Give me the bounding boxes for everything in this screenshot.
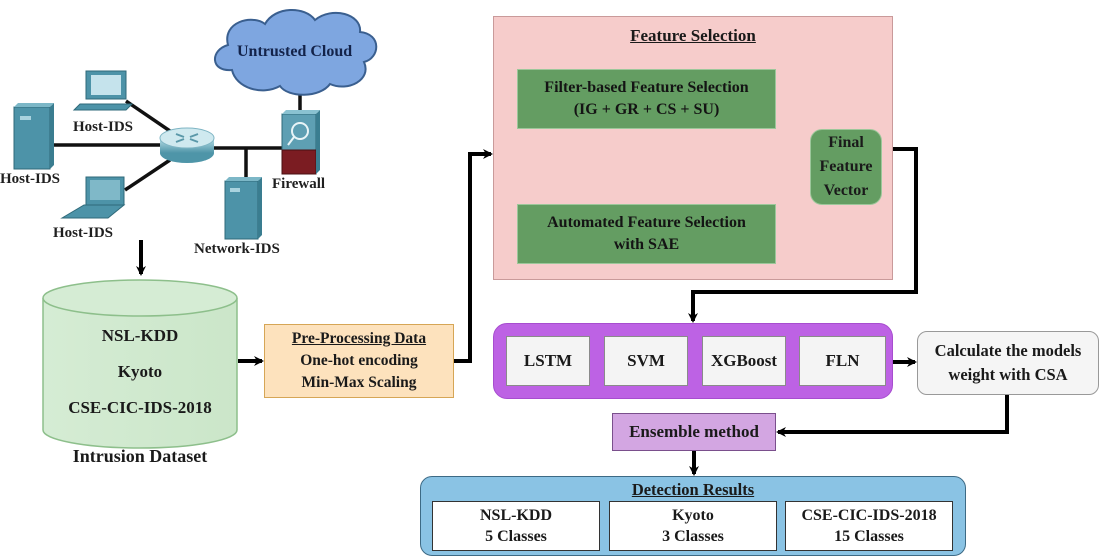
weighting-line: weight with CSA xyxy=(948,365,1068,384)
result-classes: 5 Classes xyxy=(485,528,547,545)
final-vector-line: Feature xyxy=(819,158,873,175)
model-fln: FLN xyxy=(799,336,886,386)
feature-selection-title: Feature Selection xyxy=(630,26,756,45)
arrow-to-models xyxy=(688,147,918,323)
result-dataset: Kyoto xyxy=(672,507,714,524)
result-classes: 3 Classes xyxy=(662,528,724,545)
server-icon xyxy=(13,103,54,170)
preprocessing-step: Min-Max Scaling xyxy=(301,374,417,391)
model-xgboost: XGBoost xyxy=(702,336,786,386)
automated-selection-box: Automated Feature Selection with SAE xyxy=(517,204,776,264)
cloud-label: Untrusted Cloud xyxy=(237,43,353,60)
router-icon xyxy=(159,127,215,163)
result-cse-cic-ids-2018: CSE-CIC-IDS-2018 15 Classes xyxy=(785,501,953,551)
model-svm: SVM xyxy=(604,336,688,386)
result-dataset: NSL-KDD xyxy=(479,507,552,524)
firewall-icon xyxy=(281,110,320,175)
dataset-caption: Intrusion Dataset xyxy=(72,446,208,466)
dataset-kyoto: Kyoto xyxy=(117,362,163,381)
final-vector-line: Final xyxy=(828,134,864,151)
result-kyoto: Kyoto 3 Classes xyxy=(609,501,777,551)
arrow-to-ensemble xyxy=(776,395,1009,437)
preprocessing-box: Pre-Processing Data One-hot encoding Min… xyxy=(264,324,454,398)
result-dataset: CSE-CIC-IDS-2018 xyxy=(801,507,937,524)
result-nsl-kdd: NSL-KDD 5 Classes xyxy=(432,501,600,551)
ensemble-box: Ensemble method xyxy=(612,413,776,451)
network-ids-label: Network-IDS xyxy=(194,241,280,257)
preprocessing-step: One-hot encoding xyxy=(300,352,418,369)
dataset-cse-cic: CSE-CIC-IDS-2018 xyxy=(68,398,212,417)
filter-selection-box: Filter-based Feature Selection (IG + GR … xyxy=(517,69,776,129)
dataset-cylinder xyxy=(42,279,238,449)
weighting-line: Calculate the models xyxy=(934,341,1082,360)
model-lstm: LSTM xyxy=(506,336,590,386)
detection-results-title: Detection Results xyxy=(631,480,755,499)
result-classes: 15 Classes xyxy=(834,528,904,545)
filter-selection-label: Filter-based Feature Selection xyxy=(544,79,749,96)
desktop-icon xyxy=(72,70,134,111)
host-ids-left-label: Host-IDS xyxy=(0,171,61,187)
server-icon xyxy=(224,177,262,240)
weighting-box: Calculate the models weight with CSA xyxy=(917,331,1099,395)
final-feature-vector-box: Final Feature Vector xyxy=(810,129,882,205)
host-ids-top-label: Host-IDS xyxy=(73,119,134,135)
final-vector-line: Vector xyxy=(823,182,869,199)
arrow-to-feature-selection xyxy=(454,149,493,363)
automated-selection-label: Automated Feature Selection xyxy=(547,214,746,231)
network-links xyxy=(52,92,302,192)
laptop-icon xyxy=(60,176,126,219)
firewall-label: Firewall xyxy=(272,176,326,192)
filter-selection-methods: (IG + GR + CS + SU) xyxy=(573,101,720,118)
dataset-nsl-kdd: NSL-KDD xyxy=(101,326,179,345)
automated-selection-method: with SAE xyxy=(613,236,680,253)
host-ids-bottom-label: Host-IDS xyxy=(53,225,114,241)
cloud-icon xyxy=(214,8,378,96)
preprocessing-title: Pre-Processing Data xyxy=(291,330,427,347)
